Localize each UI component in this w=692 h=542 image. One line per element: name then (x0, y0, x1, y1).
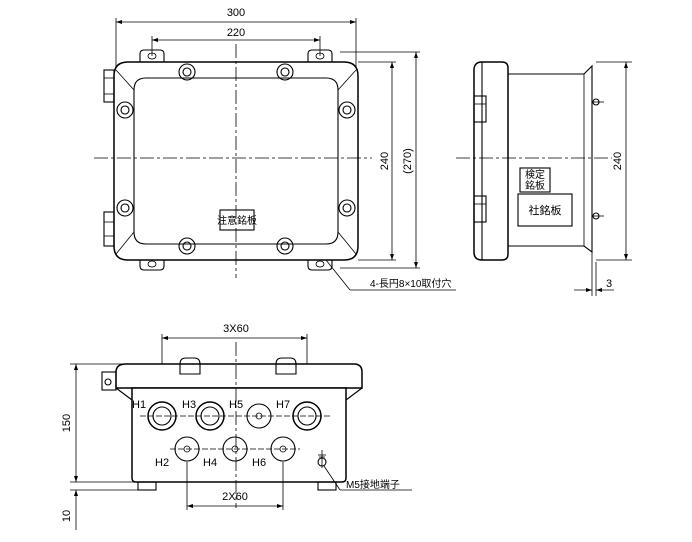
ground-terminal-note: M5接地端子 (346, 478, 400, 491)
dim-overall-height: (270) (402, 148, 414, 174)
hole-label-h1: H1 (132, 399, 146, 411)
gland-holes-lower (170, 436, 300, 462)
inspection-plate-label-line1: 検定 (525, 168, 545, 181)
dim-bottom-height: 150 (61, 414, 73, 432)
bottom-view: 3X60 H1 H3 H5 H7 (61, 323, 412, 530)
dim-overall-width: 300 (227, 7, 245, 19)
hole-label-h3: H3 (182, 399, 196, 411)
company-plate-label: 社銘板 (529, 203, 562, 217)
dim-height: 240 (379, 152, 391, 170)
ground-terminal-icon (317, 450, 327, 468)
front-view: 300 220 (94, 7, 456, 291)
gland-holes-upper (140, 401, 330, 431)
hole-label-h2: H2 (155, 457, 169, 469)
hole-label-h6: H6 (252, 457, 266, 469)
hole-label-h4: H4 (203, 457, 217, 469)
caution-plate-label: 注意銘板 (217, 214, 257, 227)
dim-mount-width: 220 (227, 27, 245, 39)
inspection-plate-label-line2: 銘板 (525, 179, 545, 192)
dim-thickness: 3 (606, 278, 612, 290)
dim-upper-pitch: 3X60 (223, 323, 249, 335)
side-dim-height: 240 (612, 152, 624, 170)
hole-label-h7: H7 (276, 399, 290, 411)
dim-lower-pitch: 2X60 (222, 491, 248, 503)
side-view: 検定 銘板 社銘板 240 3 (456, 61, 632, 296)
dim-foot: 10 (61, 510, 73, 522)
mount-hole-note: 4-長円8×10取付穴 (370, 277, 451, 290)
hole-label-h5: H5 (229, 399, 243, 411)
